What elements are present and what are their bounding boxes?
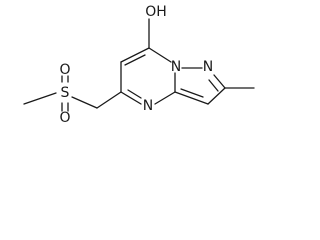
bond-n-pyrazole-c2 [213, 74, 226, 89]
atom-n-pyrimidine: N [143, 98, 153, 114]
atom-o-upper: O [59, 62, 70, 78]
bond-c5-ch2 [96, 91, 122, 109]
bond-c2-c3 [207, 87, 226, 105]
bond-ch2-sulfur [71, 96, 98, 109]
atom-oh: OH [145, 4, 167, 20]
bond-n-pyrimidine-c3a [154, 91, 176, 105]
bond-c7-c6-inner [124, 54, 146, 66]
atom-sulfur: S [61, 85, 70, 101]
bond-c5-n-pyrimidine [120, 91, 142, 105]
bond-c3-c3a [174, 91, 209, 105]
molecule-diagram: OH N N N S O O [23, 4, 255, 126]
bond-sulfur-methyl [23, 92, 57, 105]
bond-c7-n-bridge [148, 47, 172, 63]
atom-o-lower: O [59, 110, 70, 126]
bond-c3-c3a-inner [180, 88, 204, 98]
atom-n-bridge: N [171, 59, 181, 75]
bond-c7-c6 [120, 47, 150, 63]
bond-n-pyrazole-c2-inner [208, 79, 219, 92]
bond-c5-n-pyrimidine-inner [127, 89, 142, 99]
structure-canvas: OH N N N S O O [23, 4, 255, 126]
atom-n-pyrazole: N [203, 59, 213, 75]
